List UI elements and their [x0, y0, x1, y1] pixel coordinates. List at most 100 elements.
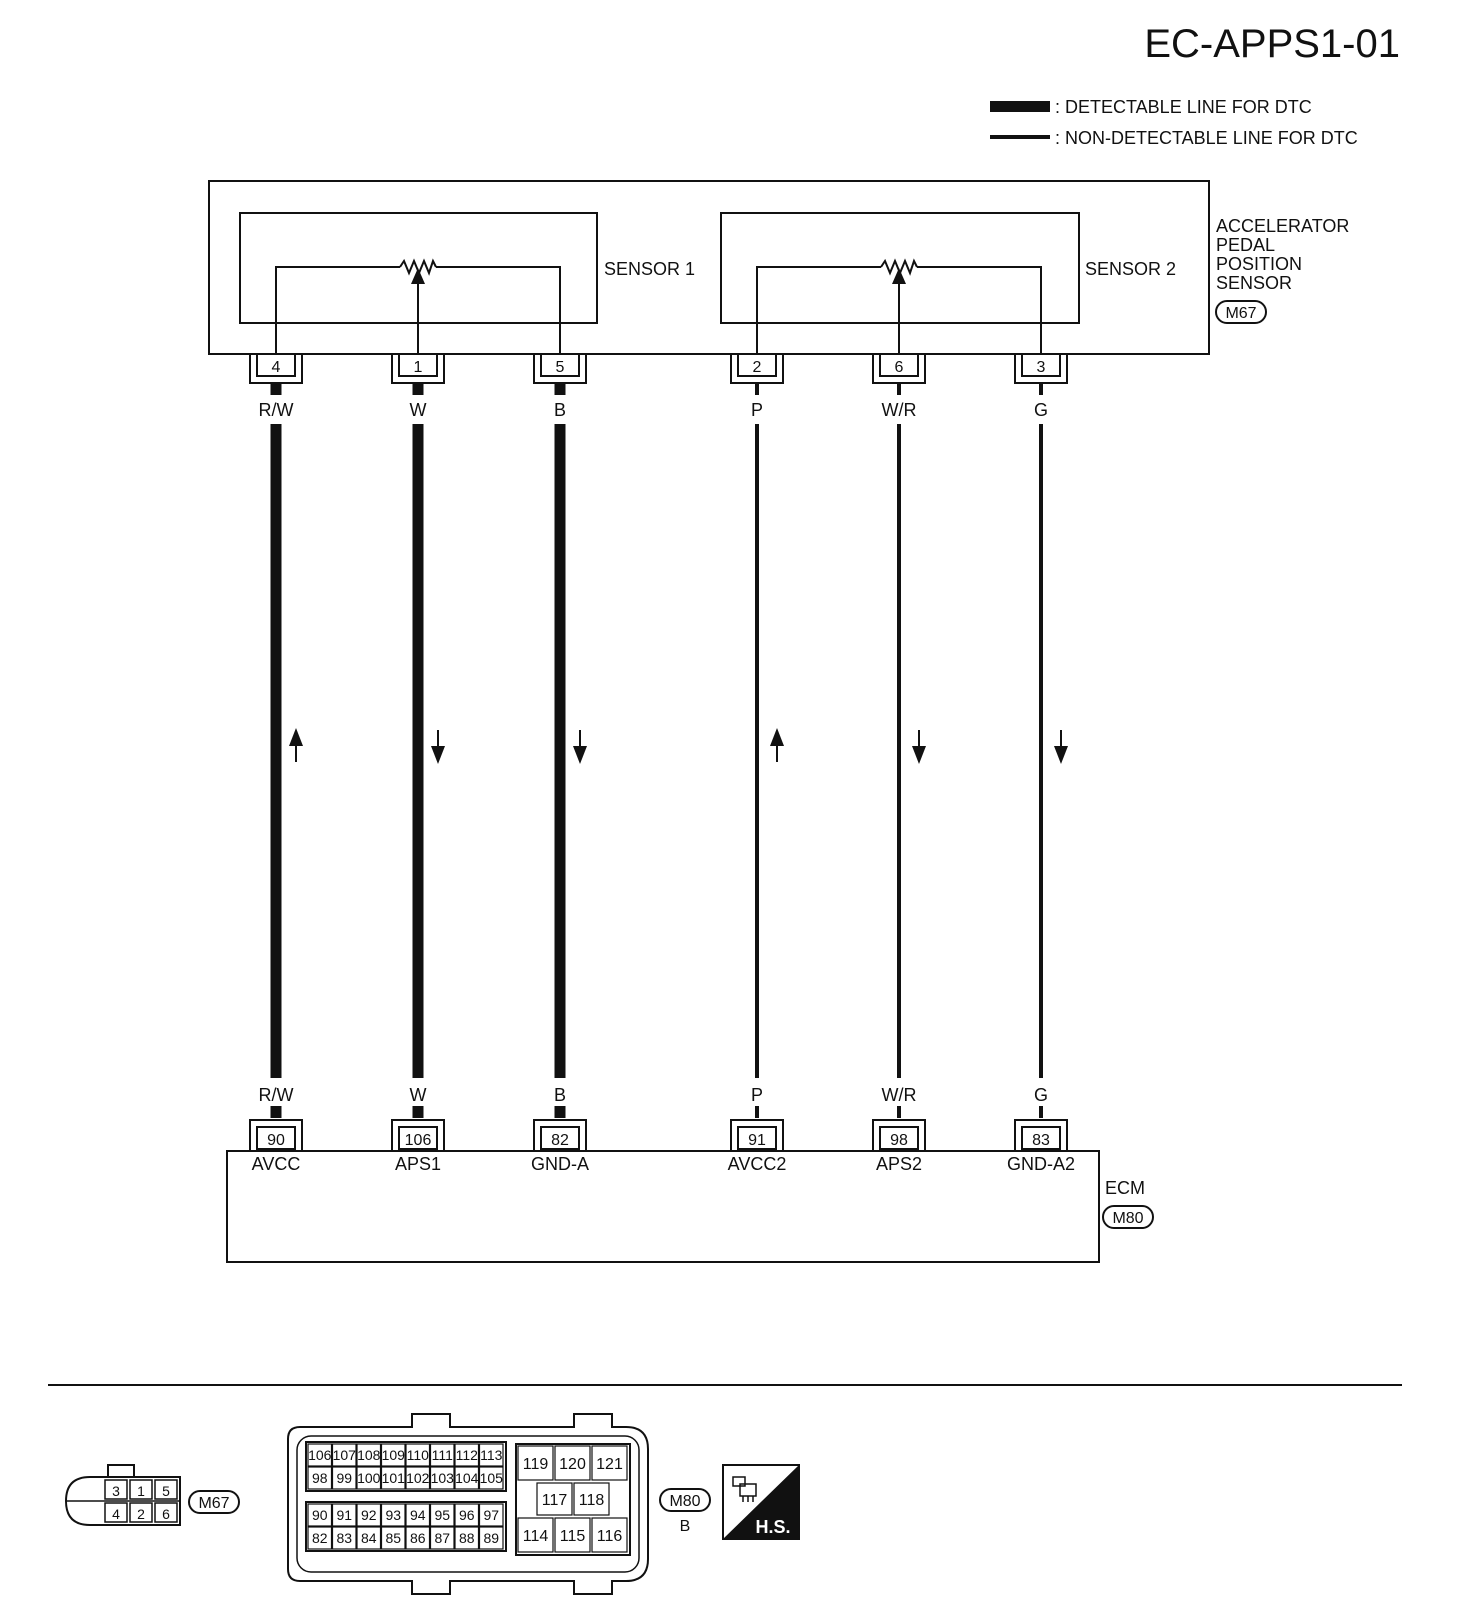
- m80-pin: 110: [407, 1447, 430, 1463]
- m80-cavity: [478, 1466, 504, 1490]
- m67-cavity: [154, 1502, 178, 1523]
- wire-color-bottom: W: [410, 1085, 427, 1105]
- ecm-pin-number: 91: [748, 1132, 766, 1149]
- pot-lead-right: [917, 266, 1042, 354]
- m80-cavity: [591, 1445, 628, 1481]
- legend-non-detectable-text: : NON-DETECTABLE LINE FOR DTC: [1055, 128, 1358, 148]
- m80-pin: 104: [455, 1470, 479, 1486]
- m67-pin: 4: [112, 1506, 120, 1522]
- m67-body: [64, 1476, 181, 1526]
- ecm-signal-name: GND-A: [531, 1154, 589, 1174]
- m80-cavity: [554, 1445, 591, 1481]
- m80-cavity: [307, 1443, 333, 1467]
- hs-badge-dark-triangle: [723, 1465, 799, 1539]
- ecm-pin-number: 98: [890, 1132, 908, 1149]
- m80-pin: 105: [480, 1470, 504, 1486]
- hs-badge-label: H.S.: [755, 1517, 790, 1537]
- m80-pin: 86: [410, 1530, 426, 1546]
- ecm-pin-housing: [1014, 1119, 1068, 1151]
- m80-cavity: [429, 1503, 455, 1527]
- m80-cavity: [536, 1482, 573, 1516]
- sensor1-label: SENSOR 1: [604, 259, 695, 279]
- sensor-pin-number: 4: [272, 359, 281, 376]
- m80-pin: 85: [385, 1530, 401, 1546]
- connector-symbol-icon: [732, 1476, 757, 1502]
- ecm-pin-number: 82: [551, 1132, 569, 1149]
- pot-lead-left: [275, 266, 400, 354]
- wiper-arrow-icon: [892, 268, 906, 284]
- ecm-signal-name: APS2: [876, 1154, 922, 1174]
- m80-cavity: [429, 1443, 455, 1467]
- m67-pin: 6: [162, 1506, 170, 1522]
- ecm-pin-housing: [391, 1119, 445, 1151]
- m80-pin: 118: [579, 1492, 605, 1509]
- m80-pin: 112: [456, 1447, 479, 1463]
- legend: : DETECTABLE LINE FOR DTC : NON-DETECTAB…: [990, 97, 1358, 148]
- m80-pin: 100: [357, 1470, 381, 1486]
- sensor-name-line-4: SENSOR: [1216, 273, 1292, 293]
- wire-color-top: B: [554, 400, 566, 420]
- m80-pin: 115: [560, 1528, 586, 1545]
- accelerator-pedal-position-sensor: SENSOR 1 SENSOR 2 ACCELERATOR PEDAL POSI…: [208, 180, 1349, 355]
- ecm-pin-number: 106: [405, 1132, 432, 1149]
- ecm: ECM M80: [226, 1150, 1154, 1263]
- m80-pin: 102: [406, 1470, 430, 1486]
- m80-cavity: [454, 1443, 480, 1467]
- ecm-pin-housing: [872, 1119, 926, 1151]
- m80-pin: 83: [336, 1530, 352, 1546]
- m80-cavity: [478, 1443, 504, 1467]
- arrow-up-icon-head: [770, 728, 784, 746]
- m80-cavity: [591, 1517, 628, 1553]
- m80-tag-label: M80: [669, 1493, 700, 1510]
- legend-thick-line: [990, 101, 1050, 112]
- wire-color-top: P: [751, 400, 763, 420]
- sensor-name-line-2: PEDAL: [1216, 235, 1275, 255]
- m80-cavity: [405, 1503, 431, 1527]
- m80-outer-shell: [287, 1413, 649, 1595]
- m80-pin: 116: [597, 1528, 623, 1545]
- m80-pin: 84: [361, 1530, 377, 1546]
- legend-thin-line: [990, 135, 1050, 139]
- sensor-name-line-1: ACCELERATOR: [1216, 216, 1349, 236]
- ecm-pin-box: [398, 1126, 438, 1150]
- ecm-pin-number: 83: [1032, 1132, 1050, 1149]
- m80-pin: 119: [523, 1456, 549, 1473]
- ecm-box: [226, 1150, 1100, 1263]
- arrow-up-icon-head: [289, 728, 303, 746]
- m80-cavity: [356, 1443, 382, 1467]
- m80-pin: 91: [336, 1507, 352, 1523]
- ecm-pin-box: [540, 1126, 580, 1150]
- m67-cavity: [104, 1479, 128, 1500]
- ecm-signal-name: AVCC2: [728, 1154, 787, 1174]
- m80-pin: 109: [382, 1447, 406, 1463]
- m80-pin: 120: [559, 1456, 586, 1473]
- hs-badge: H.S.: [722, 1464, 800, 1540]
- diagram-id: EC-APPS1-01: [1144, 22, 1400, 66]
- m80-cavity: [331, 1466, 357, 1490]
- sensor-pin-box: [540, 353, 580, 377]
- m80-cavity: [331, 1443, 357, 1467]
- m67-key: [107, 1464, 135, 1478]
- pot-lead-left: [756, 266, 881, 354]
- m80-pin: 111: [432, 1447, 453, 1463]
- m80-cavity: [405, 1526, 431, 1550]
- sensor-pin-box: [737, 353, 777, 377]
- sensor-pin-number: 6: [895, 359, 904, 376]
- ecm-connector-label: M80: [1112, 1210, 1143, 1227]
- arrow-down-icon-head: [912, 746, 926, 764]
- sensor-pin-box: [879, 353, 919, 377]
- pot-lead-right: [436, 266, 561, 354]
- wire-color-bottom: G: [1034, 1085, 1048, 1105]
- m67-tag-label: M67: [198, 1495, 229, 1512]
- arrow-down-icon-head: [1054, 746, 1068, 764]
- m80-cavity: [429, 1526, 455, 1550]
- m80-pin: 103: [431, 1470, 455, 1486]
- m80-pin: 92: [361, 1507, 377, 1523]
- m80-cavity: [380, 1503, 406, 1527]
- m80-cavity: [380, 1443, 406, 1467]
- wiper-arrow-icon: [411, 268, 425, 284]
- m67-cavity: [154, 1479, 178, 1500]
